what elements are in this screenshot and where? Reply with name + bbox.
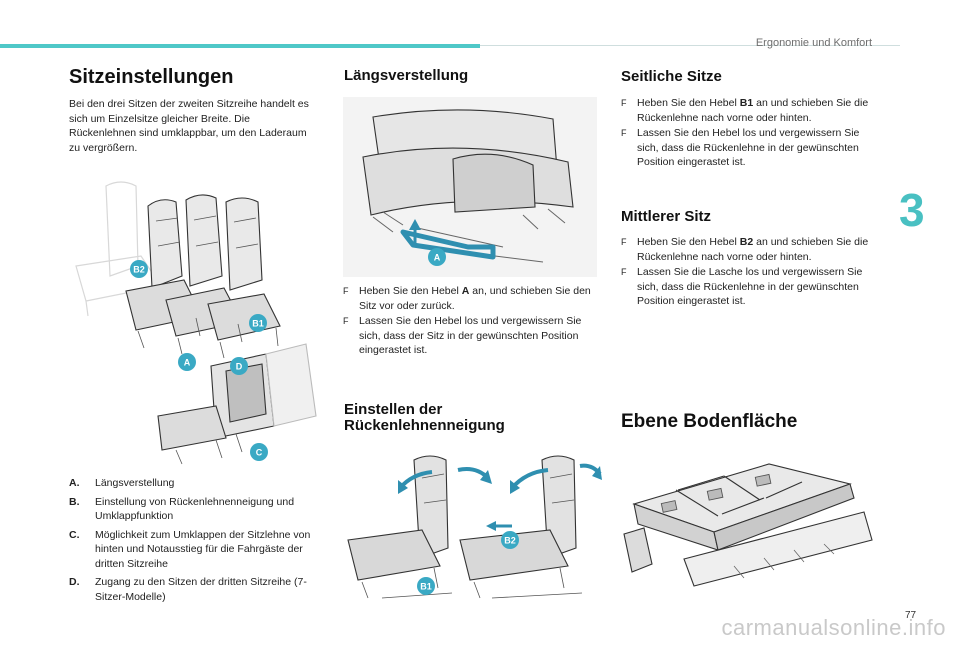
svg-text:B2: B2 xyxy=(133,265,145,275)
heading-seitliche-sitze: Seitliche Sitze xyxy=(621,68,722,85)
watermark: carmanualsonline.info xyxy=(721,615,946,640)
label-b1-backrest: B1 xyxy=(417,577,435,595)
label-b1: B1 xyxy=(249,314,267,332)
svg-text:B2: B2 xyxy=(504,536,516,546)
legend-item: C.Möglichkeit zum Umklappen der Sitzlehn… xyxy=(69,528,311,570)
intro-paragraph: Bei den drei Sitzen der zweiten Sitzreih… xyxy=(69,98,309,154)
heading-laengsverstellung: Längsverstellung xyxy=(344,67,469,84)
svg-text:A: A xyxy=(184,358,191,368)
svg-text:D: D xyxy=(236,362,243,372)
heading-mittlerer-sitz: Mittlerer Sitz xyxy=(621,208,712,225)
svg-text:B1: B1 xyxy=(420,582,432,592)
label-c: C xyxy=(250,443,268,461)
legend-item: B.Einstellung von Rückenlehnenneigung un… xyxy=(69,495,295,523)
label-b2: B2 xyxy=(130,260,148,278)
legend-item: A.Längsverstellung xyxy=(69,477,175,489)
label-d: D xyxy=(230,357,248,375)
label-a: A xyxy=(178,353,196,371)
header-accent-bar xyxy=(0,44,480,48)
flat-floor-illustration xyxy=(623,463,873,587)
chapter-number: 3 xyxy=(899,184,925,236)
page-title: Sitzeinstellungen xyxy=(69,66,234,88)
svg-text:B1: B1 xyxy=(252,319,264,329)
page-number: 77 xyxy=(905,610,917,621)
backrest-adjust-illustration: B1 B2 xyxy=(347,455,602,599)
section-header: Ergonomie und Komfort xyxy=(755,37,872,49)
legend-list: A.Längsverstellung B.Einstellung von Rüc… xyxy=(69,476,319,608)
label-b2-backrest: B2 xyxy=(501,531,519,549)
svg-text:C: C xyxy=(256,448,263,458)
seats-overview-illustration: B2 B1 A D C xyxy=(75,181,317,465)
longitudinal-adjust-illustration: A xyxy=(343,97,597,277)
header-rule xyxy=(480,45,900,46)
heading-ebene-bodenflaeche: Ebene Bodenfläche xyxy=(621,411,798,432)
svg-text:A: A xyxy=(434,253,441,263)
label-a-longitudinal: A xyxy=(428,248,446,266)
legend-item: D.Zugang zu den Sitzen der dritten Sitzr… xyxy=(69,576,307,603)
